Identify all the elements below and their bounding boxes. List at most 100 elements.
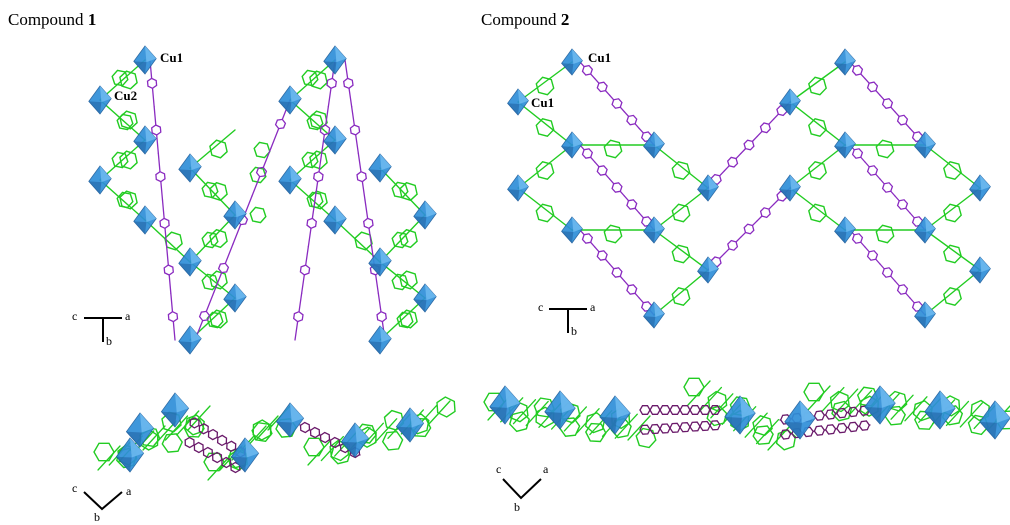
- linker-bond: [377, 292, 382, 313]
- linker-bond: [375, 274, 379, 294]
- axis-c-c2-bottom: c: [496, 462, 502, 476]
- cu-octahedron: [724, 395, 756, 435]
- axis-b-c1-top: b: [106, 334, 112, 348]
- linker-bond: [604, 89, 611, 96]
- cu-octahedron: [561, 131, 583, 159]
- linker-ring: [659, 423, 671, 434]
- ligand-ring: [116, 113, 134, 131]
- octahedron-shadow: [834, 146, 847, 158]
- cu-octahedron: [323, 45, 347, 75]
- linker-bond: [153, 106, 157, 126]
- ligand-ring: [119, 150, 138, 170]
- octahedron-shadow: [413, 216, 427, 229]
- linker-chain: [146, 59, 179, 341]
- octahedron-highlight: [175, 393, 189, 413]
- linker-ring: [659, 405, 671, 415]
- linker-chain: [849, 229, 926, 316]
- linker-ring: [866, 165, 879, 176]
- linker-ring: [207, 428, 219, 441]
- linker-ring: [329, 436, 341, 449]
- ligand-bond: [653, 229, 709, 271]
- green-ligand-network: [99, 59, 981, 341]
- ligand-ring: [436, 396, 456, 418]
- octahedron-highlight: [335, 206, 347, 223]
- linker-ring: [189, 417, 200, 429]
- linker-bond: [619, 275, 626, 282]
- linker-bond: [164, 227, 168, 248]
- ligand-ring: [164, 231, 183, 251]
- octahedron-shadow: [834, 231, 847, 243]
- octahedron-shadow: [969, 271, 982, 283]
- cu-octahedron: [178, 325, 202, 355]
- octahedron-shadow: [643, 146, 656, 158]
- linker-ring: [319, 431, 331, 444]
- linker-bond: [772, 199, 779, 206]
- linker-bond: [355, 134, 359, 154]
- linker-bond: [213, 271, 223, 293]
- linker-chain: [293, 59, 337, 341]
- linker-ring: [669, 422, 681, 433]
- linker-bond: [864, 246, 870, 253]
- ligand-ring: [306, 191, 324, 209]
- cu-octahedron: [914, 216, 936, 244]
- axis-b-c2-top: b: [571, 324, 577, 338]
- linker-bond: [890, 190, 896, 197]
- ligand-bond: [789, 61, 846, 103]
- linker-bond: [756, 130, 763, 138]
- linker-bond: [860, 241, 866, 248]
- cu-octahedron: [278, 165, 302, 195]
- linker-bond: [879, 178, 885, 185]
- cu-octahedron: [489, 385, 521, 425]
- ligand-ring: [111, 151, 129, 169]
- axis-line-v-shape: [83, 491, 123, 511]
- ligand-ring: [808, 118, 827, 137]
- linker-ring: [596, 165, 608, 176]
- linker-ring: [858, 420, 871, 431]
- cu2-label-compound1: Cu2: [114, 88, 138, 103]
- octahedron-shadow: [599, 416, 617, 434]
- compound-2-title: Compound 2: [481, 10, 569, 30]
- linker-ring: [198, 310, 211, 322]
- linker-ring: [689, 405, 701, 415]
- linker-bond: [875, 89, 881, 96]
- linker-bond: [909, 212, 915, 219]
- linker-bond: [318, 152, 323, 173]
- octahedron-highlight: [245, 438, 259, 458]
- ligand-bond: [189, 214, 236, 263]
- ligand-ring: [671, 161, 691, 180]
- linker-ring: [813, 425, 826, 436]
- linker-bond: [590, 73, 596, 80]
- linker-ring: [824, 409, 837, 420]
- linker-ring: [639, 424, 651, 435]
- ligand-ring: [381, 430, 404, 451]
- octahedron-shadow: [341, 441, 357, 457]
- linker-bond: [351, 106, 355, 126]
- ligand-ring: [752, 425, 774, 445]
- linker-ring: [679, 405, 691, 415]
- linker-ring: [343, 77, 354, 90]
- copper-polyhedra: [88, 45, 991, 355]
- linker-bond: [634, 292, 640, 299]
- cu-octahedron: [340, 422, 370, 458]
- linker-ring: [146, 77, 158, 90]
- linker-ring: [167, 310, 179, 323]
- ligand-ring: [671, 287, 691, 306]
- linker-bond: [294, 320, 299, 341]
- octahedron-highlight: [572, 217, 583, 232]
- linker-bond: [768, 203, 775, 210]
- linker-bond: [172, 320, 176, 341]
- ligand-ring: [509, 411, 530, 433]
- octahedron-shadow: [88, 101, 102, 114]
- ligand-ring: [201, 273, 219, 291]
- linker-ring: [611, 98, 623, 109]
- axis-a-c2-bottom: a: [543, 462, 549, 476]
- cu-octahedron: [643, 301, 665, 329]
- cu-octahedron: [697, 256, 719, 284]
- ligand-ring: [396, 311, 414, 329]
- octahedron-highlight: [190, 248, 202, 265]
- linker-ring: [759, 207, 771, 219]
- ligand-ring: [116, 191, 134, 209]
- linker-bond: [740, 231, 747, 238]
- linker-bond: [160, 180, 164, 201]
